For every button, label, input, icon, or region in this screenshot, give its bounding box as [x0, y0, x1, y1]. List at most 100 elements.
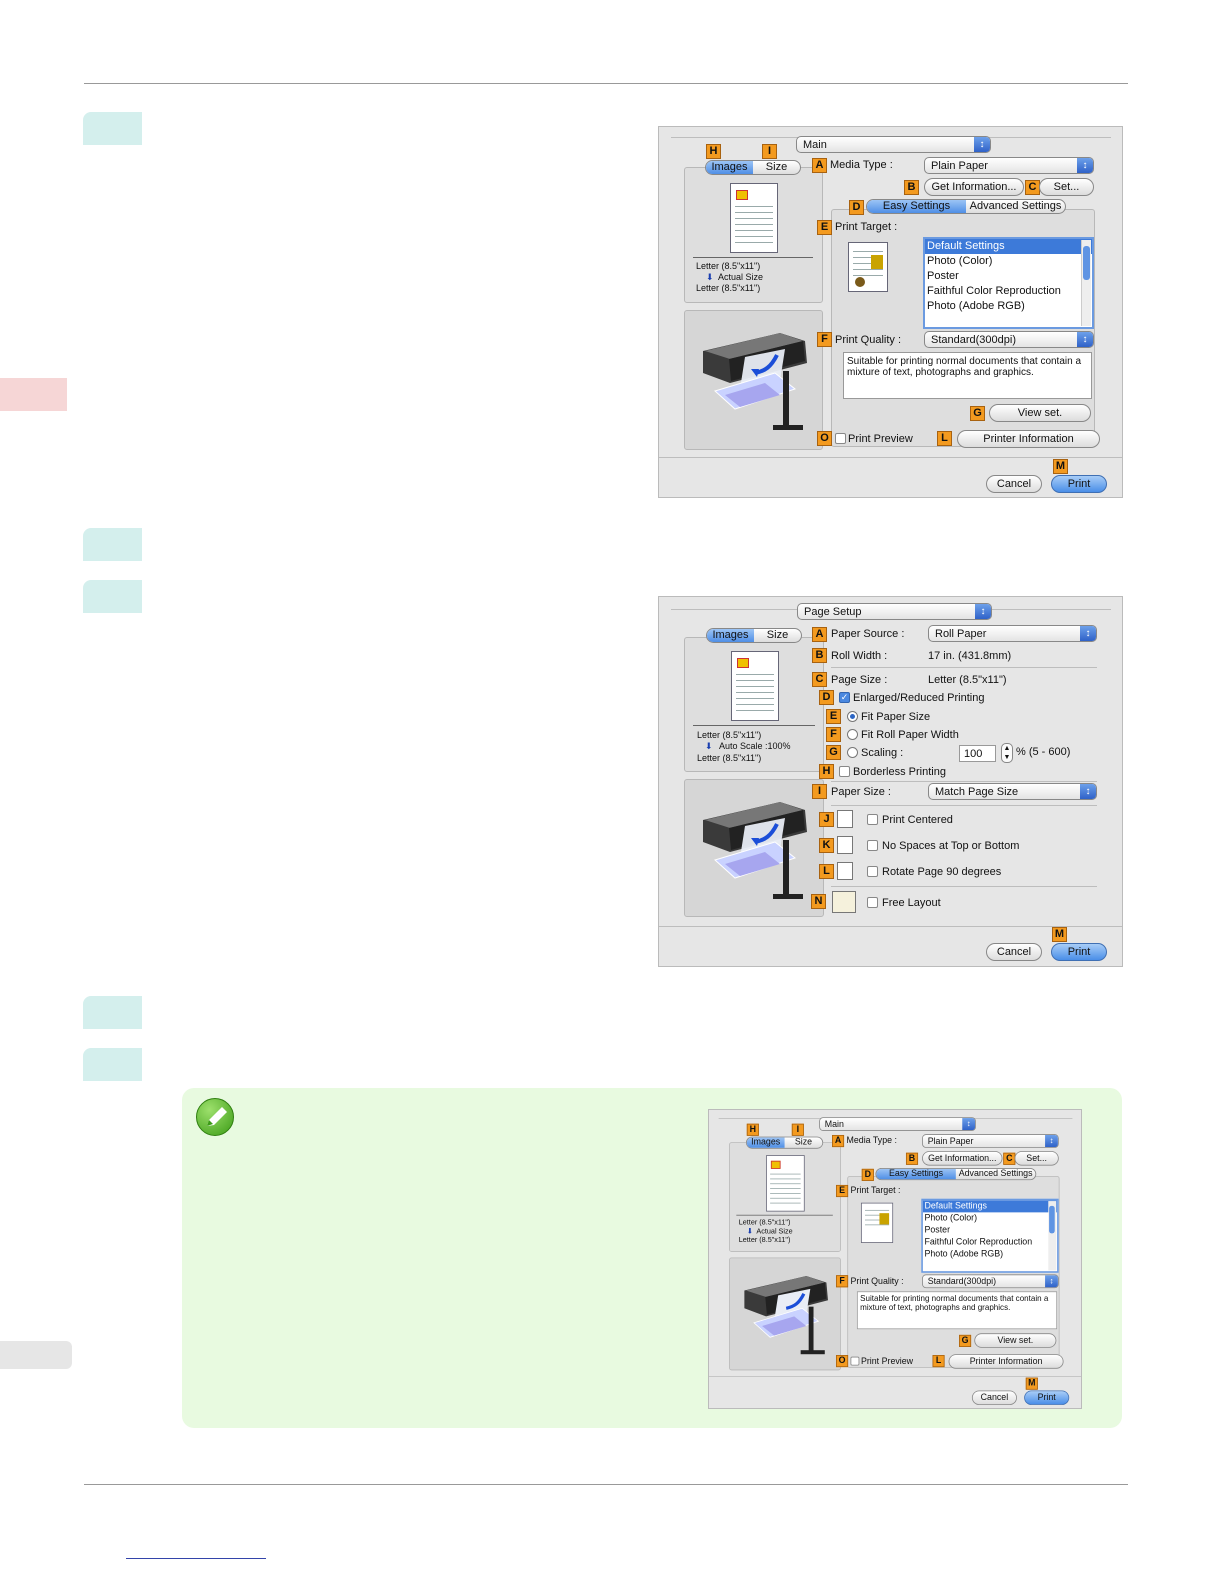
printer-illustration — [729, 1257, 841, 1371]
list-item[interactable]: Photo (Color) — [927, 255, 993, 267]
list-item[interactable]: Default Settings — [922, 1200, 1058, 1213]
list-item[interactable]: Poster — [924, 1225, 951, 1235]
print-preview-label: Print Preview — [860, 1356, 914, 1367]
label-e: E — [817, 220, 832, 235]
label-b: B — [905, 1152, 919, 1165]
set-button[interactable]: Set... — [1039, 178, 1094, 196]
tab-size[interactable]: Size — [766, 629, 789, 641]
rotate-label: Rotate Page 90 degrees — [882, 866, 1002, 878]
separator — [831, 886, 1097, 887]
page-size-value: Letter (8.5"x11") — [928, 674, 1007, 686]
label-i: I — [791, 1123, 804, 1136]
no-spaces-checkbox[interactable] — [867, 840, 878, 851]
list-item[interactable]: Faithful Color Reproduction — [924, 1237, 1033, 1248]
scaling-label: Scaling : — [861, 747, 904, 759]
print-target-list[interactable]: Default Settings Photo (Color) Poster Fa… — [921, 1198, 1059, 1273]
settings-mode-tabs[interactable]: Easy Settings Advanced Settings — [866, 199, 1066, 214]
print-target-list[interactable]: Default Settings Photo (Color) Poster Fa… — [923, 237, 1094, 329]
print-button[interactable]: Print — [1024, 1390, 1070, 1405]
label-m: M — [1025, 1377, 1038, 1390]
print-button[interactable]: Print — [1051, 943, 1107, 961]
images-size-tabs[interactable]: Images Size — [745, 1136, 824, 1149]
tab-easy-settings[interactable]: Easy Settings — [867, 200, 966, 213]
borderless-checkbox[interactable] — [839, 766, 850, 777]
print-centered-checkbox[interactable] — [867, 814, 878, 825]
print-preview-checkbox[interactable] — [835, 433, 846, 444]
separator — [831, 781, 1097, 782]
printer-illustration — [684, 310, 823, 450]
printer-illustration — [684, 779, 824, 917]
tab-size[interactable]: Size — [794, 1137, 813, 1148]
list-item[interactable]: Faithful Color Reproduction — [927, 285, 1061, 297]
print-target-label: Print Target : — [850, 1185, 901, 1196]
media-type-select[interactable]: Plain Paper — [924, 157, 1094, 174]
get-information-button[interactable]: Get Information... — [922, 1151, 1003, 1166]
print-button[interactable]: Print — [1051, 475, 1107, 493]
tab-easy-settings[interactable]: Easy Settings — [876, 1168, 956, 1180]
rotate-checkbox[interactable] — [867, 866, 878, 877]
cancel-button[interactable]: Cancel — [986, 475, 1042, 493]
set-button[interactable]: Set... — [1014, 1151, 1059, 1166]
step-marker-2 — [83, 528, 142, 561]
get-information-button[interactable]: Get Information... — [924, 178, 1024, 196]
label-a: A — [812, 158, 827, 173]
settings-mode-tabs[interactable]: Easy Settings Advanced Settings — [875, 1168, 1037, 1181]
chapter-tab-active[interactable] — [0, 378, 67, 411]
step-marker-1 — [83, 112, 142, 145]
label-f: F — [817, 332, 832, 347]
paper-source-select[interactable]: Roll Paper — [928, 625, 1097, 642]
enlarged-checkbox[interactable]: ✓ — [839, 692, 850, 703]
print-preview-checkbox[interactable] — [850, 1356, 860, 1366]
fit-roll-radio[interactable] — [847, 729, 858, 740]
panel-popup[interactable]: Main — [796, 136, 991, 153]
label-b: B — [812, 648, 827, 663]
printer-information-button[interactable]: Printer Information — [957, 430, 1100, 448]
media-type-select[interactable]: Plain Paper — [922, 1134, 1059, 1148]
print-quality-select[interactable]: Standard(300dpi) — [924, 331, 1094, 348]
list-item[interactable]: Photo (Adobe RGB) — [924, 1249, 1004, 1260]
list-item[interactable]: Photo (Color) — [924, 1213, 978, 1223]
chapter-tab-index[interactable] — [0, 1341, 72, 1369]
list-scrollbar[interactable] — [1081, 240, 1091, 326]
label-g: G — [826, 745, 841, 760]
view-set-button[interactable]: View set. — [989, 404, 1091, 422]
tab-images[interactable]: Images — [707, 629, 754, 642]
cancel-button[interactable]: Cancel — [986, 943, 1042, 961]
tab-images[interactable]: Images — [706, 161, 753, 174]
printer-information-button[interactable]: Printer Information — [948, 1354, 1064, 1369]
list-item[interactable]: Default Settings — [925, 239, 1092, 254]
paper-size-select[interactable]: Match Page Size — [928, 783, 1097, 800]
panel-popup[interactable]: Page Setup — [797, 603, 992, 620]
print-quality-label: Print Quality : — [850, 1276, 904, 1287]
cancel-button[interactable]: Cancel — [971, 1390, 1017, 1405]
step-marker-3 — [83, 580, 142, 613]
tab-advanced-settings[interactable]: Advanced Settings — [969, 200, 1062, 212]
scaling-radio[interactable] — [847, 747, 858, 758]
separator — [831, 667, 1097, 668]
print-centered-label: Print Centered — [882, 814, 953, 826]
thumb-line3: Letter (8.5"x11") — [696, 283, 761, 293]
print-quality-select[interactable]: Standard(300dpi) — [922, 1274, 1059, 1289]
label-h: H — [819, 764, 834, 779]
view-set-button[interactable]: View set. — [974, 1333, 1057, 1348]
tab-images[interactable]: Images — [746, 1137, 785, 1148]
print-dialog-main-small: Main H I Images Size Letter (8.5"x11") ⬇… — [708, 1109, 1082, 1409]
list-item[interactable]: Photo (Adobe RGB) — [927, 300, 1025, 312]
tab-size[interactable]: Size — [765, 161, 788, 173]
images-size-tabs[interactable]: Images Size — [706, 628, 802, 643]
list-item[interactable]: Poster — [927, 270, 959, 282]
panel-popup[interactable]: Main — [819, 1117, 976, 1131]
footer-link[interactable] — [126, 1558, 266, 1559]
fit-paper-radio[interactable] — [847, 711, 858, 722]
free-layout-icon — [832, 891, 856, 913]
media-type-label: Media Type : — [830, 159, 893, 171]
thumb-image-icon — [736, 190, 748, 200]
tab-advanced-settings[interactable]: Advanced Settings — [958, 1168, 1033, 1179]
fit-paper-label: Fit Paper Size — [861, 711, 931, 723]
scaling-input[interactable]: 100 — [959, 745, 996, 762]
free-layout-checkbox[interactable] — [867, 897, 878, 908]
roll-width-label: Roll Width : — [831, 650, 888, 662]
scaling-stepper[interactable]: ▲▼ — [1001, 743, 1013, 763]
images-size-tabs[interactable]: Images Size — [705, 160, 801, 175]
list-scrollbar[interactable] — [1048, 1201, 1057, 1271]
